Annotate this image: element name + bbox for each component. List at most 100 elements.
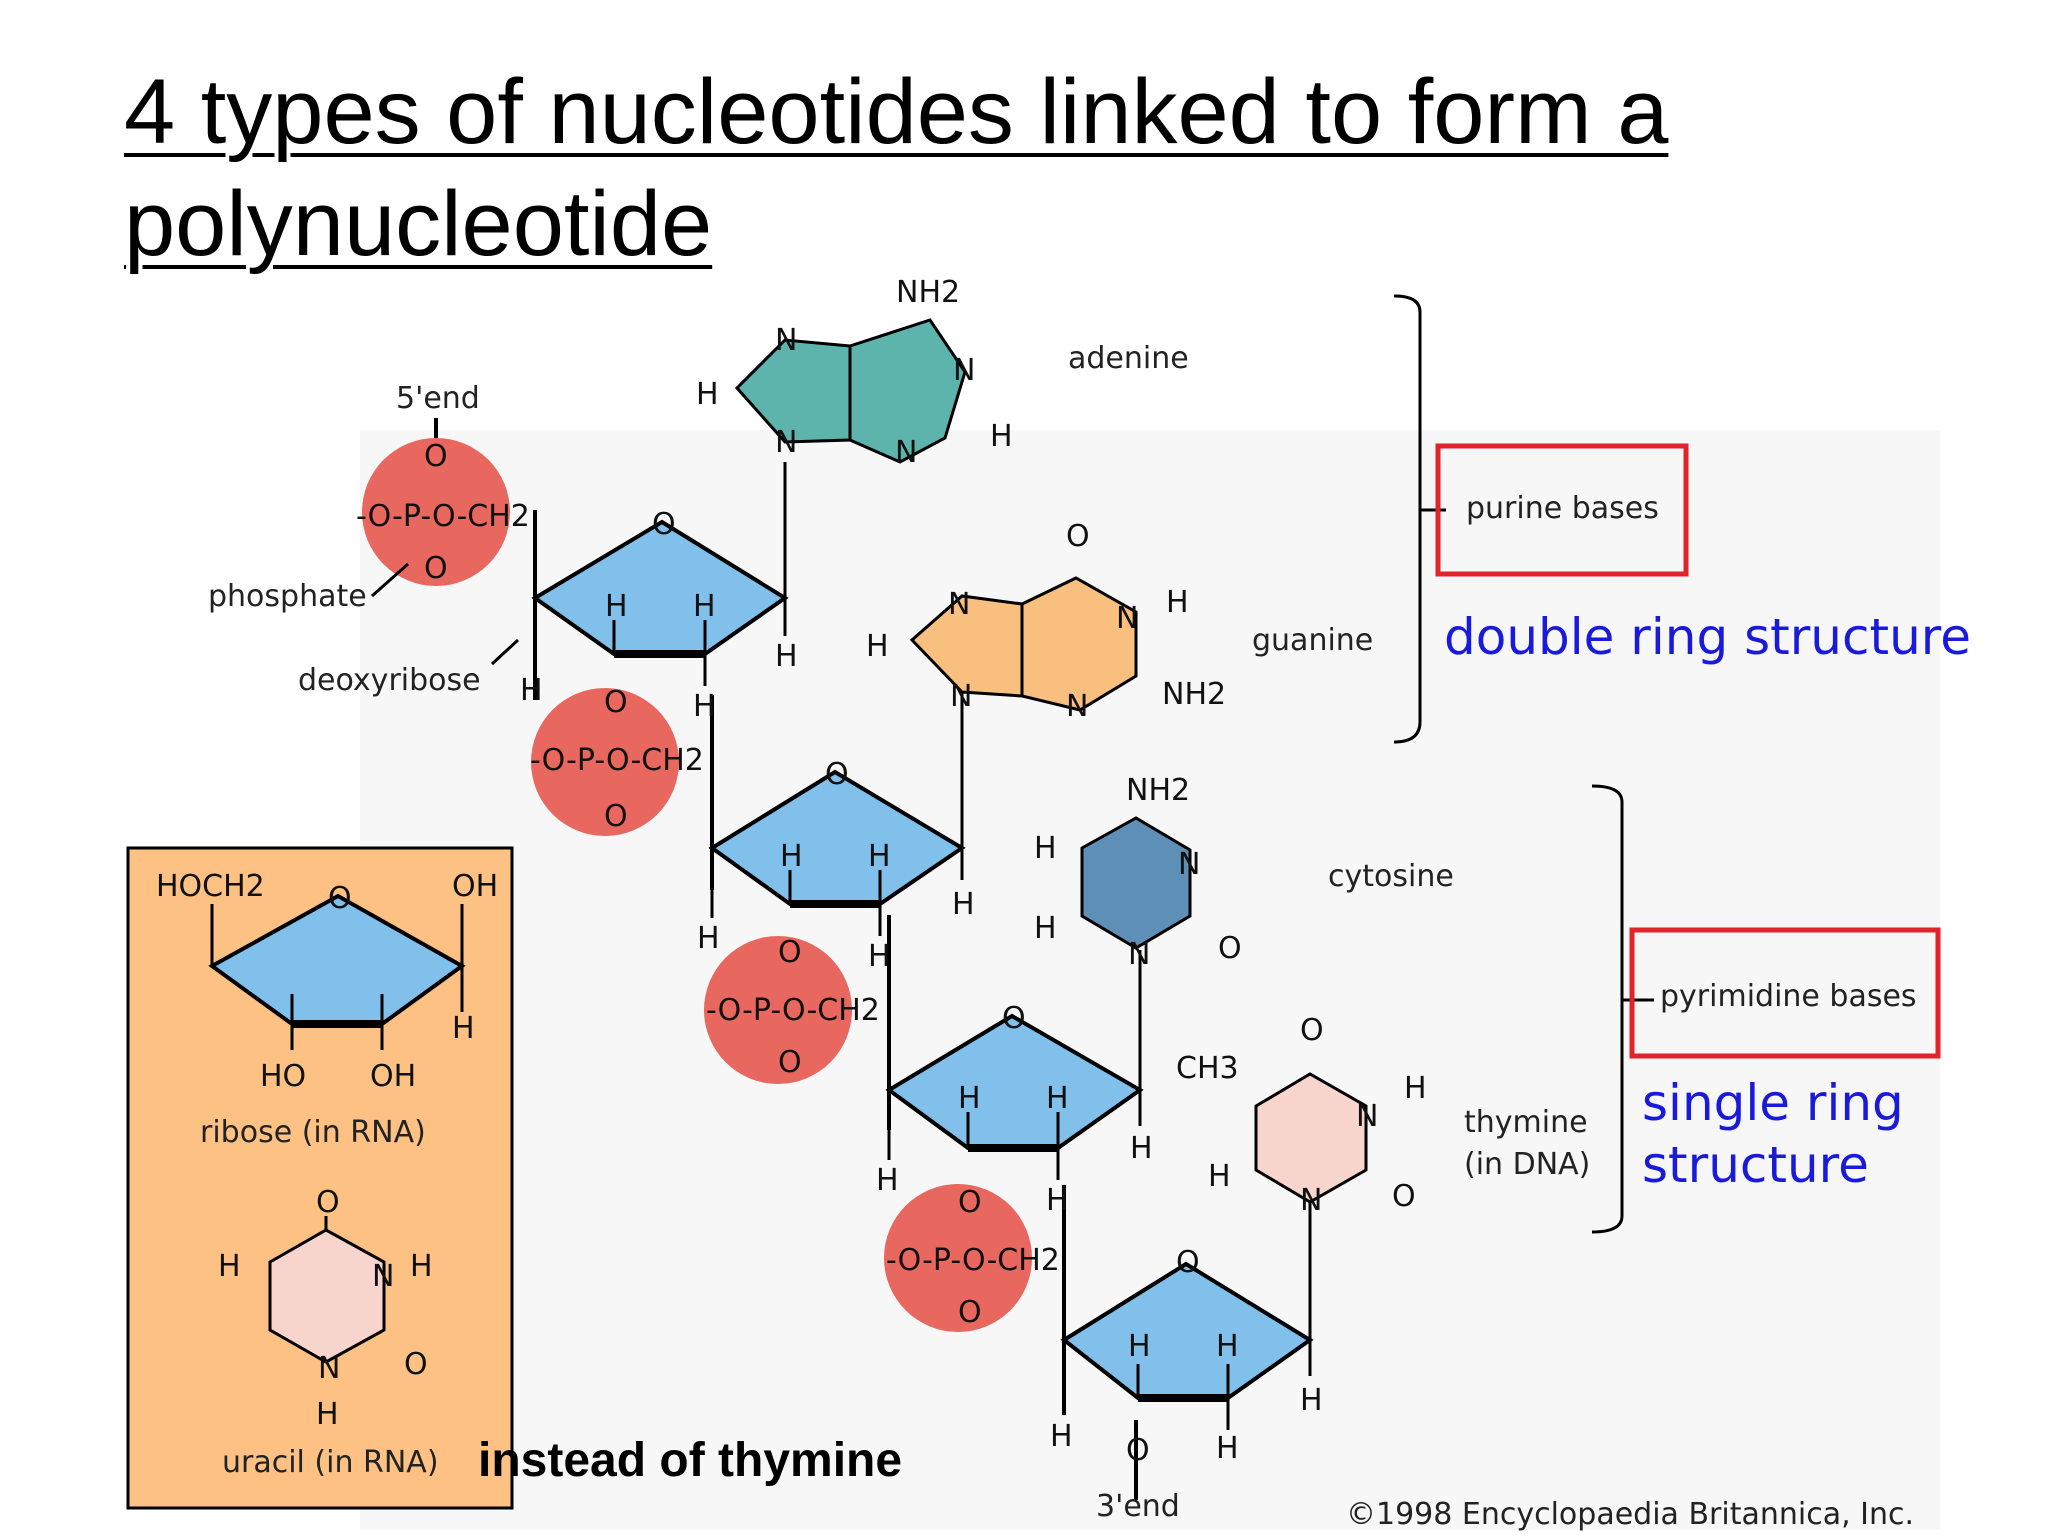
page-title: 4 types of nucleotides linked to form a … (124, 61, 1669, 275)
deoxyribose-2 (708, 769, 966, 906)
sugar-3-ring-o: O (1002, 1001, 1026, 1036)
ribose-h: H (452, 1011, 475, 1046)
phosphate-4-o-top: O (958, 1185, 982, 1220)
cytosine-label: cytosine (1328, 859, 1454, 894)
guanine-n3: N (1066, 689, 1088, 724)
sugar-1-h2: H (693, 589, 716, 624)
cytosine-base (1080, 816, 1192, 950)
pyrimidine-bases-box (1629, 927, 1941, 1059)
uracil-h1: H (316, 1397, 339, 1432)
ribose-ho: HO (260, 1059, 306, 1094)
thymine-h3: H (1404, 1071, 1427, 1106)
guanine-label: guanine (1252, 623, 1373, 658)
ribose-ring (208, 893, 466, 1026)
purine-bases-box (1435, 443, 1689, 577)
sugar-1-h3: H (693, 689, 716, 724)
sugar-2-h2: H (868, 839, 891, 874)
thymine-ch3: CH3 (1176, 1051, 1239, 1086)
guanine-n9: N (950, 679, 972, 714)
thymine-o4: O (1300, 1013, 1324, 1048)
phosphate-1 (362, 438, 510, 586)
sugar-3-h1: H (958, 1081, 981, 1116)
sugar-4-h2: H (1216, 1329, 1239, 1364)
purine-bracket (1393, 294, 1422, 744)
phosphate-3 (704, 936, 852, 1084)
sugar-3-h4: H (1130, 1131, 1153, 1166)
sugar-4-h3: H (1216, 1431, 1239, 1466)
sugar-2-h4: H (952, 887, 975, 922)
adenine-n1: N (953, 353, 975, 388)
guanine-n1: N (1116, 601, 1138, 636)
sugar-2-h5: H (697, 921, 720, 956)
sugar-4-ring-o: O (1176, 1245, 1200, 1280)
adenine-n3: N (895, 435, 917, 470)
thymine-note: (in DNA) (1464, 1147, 1590, 1182)
single-ring-annotation-line1: single ring (1642, 1074, 1904, 1132)
guanine-o6: O (1066, 519, 1090, 554)
sugar-4-h5: H (1050, 1419, 1073, 1454)
sugar-2-h1: H (780, 839, 803, 874)
single-ring-annotation-line2: structure (1642, 1136, 1869, 1194)
adenine-label: adenine (1068, 341, 1189, 376)
phosphate-1-formula: -O-P-O-CH2 (356, 499, 530, 534)
deoxyribose-4 (1060, 1261, 1314, 1400)
adenine-h2: H (990, 419, 1013, 454)
phosphate-1-o-bottom: O (424, 551, 448, 586)
thymine-n3: N (1356, 1099, 1378, 1134)
thymine-label: thymine (1464, 1105, 1588, 1140)
adenine-h8: H (696, 377, 719, 412)
purine-bases-label: purine bases (1466, 491, 1659, 526)
uracil-base (268, 1216, 386, 1364)
ribose-ring-o: O (328, 881, 352, 916)
uracil-h3: H (410, 1249, 433, 1284)
thymine-n1: N (1300, 1183, 1322, 1218)
sugar-2-h3: H (868, 939, 891, 974)
phosphate-2-o-top: O (604, 685, 628, 720)
thymine-o2: O (1392, 1179, 1416, 1214)
cytosine-n3: N (1178, 847, 1200, 882)
adenine-base (734, 318, 967, 464)
cytosine-n1: N (1128, 937, 1150, 972)
five-end-label: 5'end (396, 381, 480, 416)
ribose-oh-top: OH (452, 869, 498, 904)
deoxyribose-3 (885, 1013, 1144, 1150)
three-end-label: 3'end (1096, 1489, 1180, 1524)
sugar-2-ring-o: O (825, 757, 849, 792)
double-ring-annotation: double ring structure (1444, 608, 1971, 666)
pyrimidine-bracket (1591, 784, 1624, 1234)
instead-of-thymine-note: instead of thymine (478, 1434, 902, 1487)
ribose-oh-bottom: OH (370, 1059, 416, 1094)
sugar-4-h1: H (1128, 1329, 1151, 1364)
guanine-base (909, 576, 1138, 712)
copyright-label: ©1998 Encyclopaedia Britannica, Inc. (1346, 1497, 1914, 1532)
uracil-o2: O (404, 1347, 428, 1382)
phosphate-1-o-top: O (424, 439, 448, 474)
sugar-4-h4: H (1300, 1383, 1323, 1418)
phosphate-3-o-bottom: O (778, 1045, 802, 1080)
phosphate-3-formula: -O-P-O-CH2 (706, 993, 880, 1028)
thymine-base (1254, 1072, 1368, 1204)
uracil-n3: N (372, 1259, 394, 1294)
sugar-1-h1: H (605, 589, 628, 624)
phosphate-2 (531, 688, 679, 836)
sugar-3-h3: H (1046, 1183, 1069, 1218)
guanine-h1: H (1166, 585, 1189, 620)
uracil-n1: N (318, 1351, 340, 1386)
cytosine-o2: O (1218, 931, 1242, 966)
adenine-n9: N (775, 425, 797, 460)
phosphate-4-o-bottom: O (958, 1295, 982, 1330)
guanine-nh2: NH2 (1162, 677, 1226, 712)
pyrimidine-bases-label: pyrimidine bases (1660, 979, 1917, 1014)
sugar-1-h4: H (775, 639, 798, 674)
ribose-label: ribose (in RNA) (200, 1115, 426, 1150)
guanine-n7: N (948, 587, 970, 622)
adenine-n7: N (775, 323, 797, 358)
three-end-o: O (1126, 1433, 1150, 1468)
uracil-h5: H (218, 1249, 241, 1284)
cytosine-nh2: NH2 (1126, 773, 1190, 808)
thymine-h6: H (1208, 1159, 1231, 1194)
ribose-hoch2: HOCH2 (156, 869, 265, 904)
deoxyribose-label: deoxyribose (298, 663, 481, 698)
phosphate-4 (884, 1184, 1032, 1332)
